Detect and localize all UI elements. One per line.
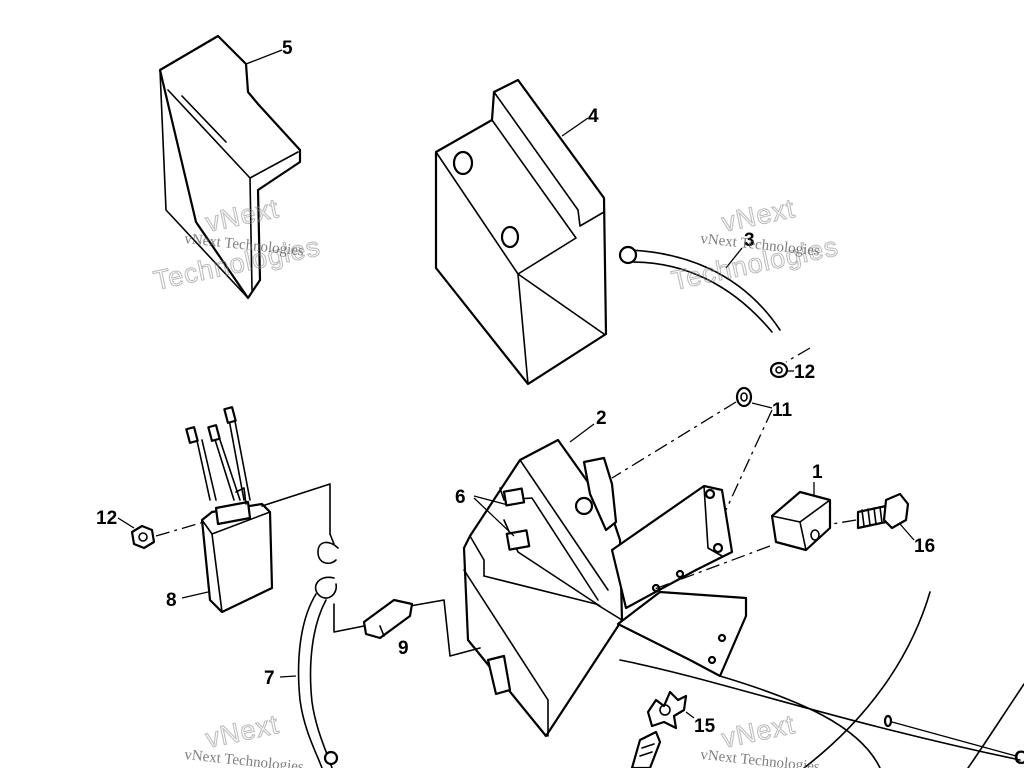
part-1-clamp-block bbox=[770, 490, 832, 552]
part-8-relay bbox=[185, 406, 274, 614]
callout-7-label: 7 bbox=[264, 668, 275, 689]
part-12-nut-left bbox=[130, 524, 156, 550]
callout-8-label: 8 bbox=[166, 590, 177, 611]
callout-7: 7 bbox=[264, 668, 297, 689]
callout-2-label: 2 bbox=[596, 408, 607, 429]
watermark-brand-top-2: vNext bbox=[719, 193, 798, 238]
callout-12-right: 12 bbox=[788, 362, 815, 383]
callout-16: 16 bbox=[899, 523, 935, 557]
watermark-bottom-left: vNext vNext Technologies bbox=[184, 709, 305, 768]
callout-6: 6 bbox=[455, 487, 515, 537]
callout-1: 1 bbox=[812, 462, 823, 496]
centerline-relay-nut bbox=[155, 521, 205, 537]
watermark-brand-top-3: vNext bbox=[203, 709, 282, 754]
fender-outline bbox=[619, 591, 1024, 768]
callout-12-right-label: 12 bbox=[794, 362, 815, 383]
callout-2: 2 bbox=[569, 408, 607, 443]
callout-3: 3 bbox=[725, 230, 755, 269]
centerline-bolt-through bbox=[651, 545, 771, 591]
callout-16-label: 16 bbox=[914, 536, 935, 557]
wiring-harness bbox=[261, 483, 481, 768]
part-16-bolt bbox=[856, 492, 910, 530]
part-5-cover-bracket bbox=[158, 34, 302, 300]
callout-3-label: 3 bbox=[744, 230, 755, 251]
part-15-wing-nut bbox=[646, 690, 688, 730]
callout-4-label: 4 bbox=[588, 106, 599, 127]
callout-11-label: 11 bbox=[772, 400, 793, 421]
part-15-bolt bbox=[630, 730, 662, 768]
watermark-top-right: vNext Technologies vNext Technologies bbox=[668, 193, 841, 297]
watermark-bottom-right: vNext vNext Technologies bbox=[700, 709, 821, 768]
callout-9: 9 bbox=[398, 638, 409, 659]
part-12-nut-right bbox=[769, 361, 789, 379]
watermark-company-4: vNext Technologies bbox=[700, 747, 821, 768]
part-3-strap bbox=[618, 245, 781, 333]
callout-6-label: 6 bbox=[455, 487, 466, 508]
part-11-washer bbox=[735, 386, 753, 408]
callout-4: 4 bbox=[561, 106, 599, 137]
callout-5: 5 bbox=[245, 38, 293, 65]
callout-15: 15 bbox=[685, 711, 716, 737]
callout-1-label: 1 bbox=[812, 462, 823, 483]
callout-11: 11 bbox=[751, 400, 793, 421]
callout-12-left-label: 12 bbox=[96, 508, 117, 529]
part-4-battery bbox=[434, 78, 608, 386]
watermark-brand-top-4: vNext bbox=[719, 709, 798, 754]
callout-15-label: 15 bbox=[694, 716, 716, 737]
centerline-top bbox=[785, 347, 811, 363]
callout-12-left: 12 bbox=[96, 508, 135, 529]
callout-5-label: 5 bbox=[282, 38, 293, 59]
watermark-company-3: vNext Technologies bbox=[184, 747, 305, 768]
centerline-bolt bbox=[831, 519, 857, 525]
centerline-washer bbox=[611, 401, 737, 479]
callout-9-label: 9 bbox=[398, 638, 409, 659]
part-2-battery-tray bbox=[462, 438, 748, 738]
callout-8: 8 bbox=[166, 590, 209, 611]
callout-edge-label: C bbox=[1014, 748, 1024, 768]
